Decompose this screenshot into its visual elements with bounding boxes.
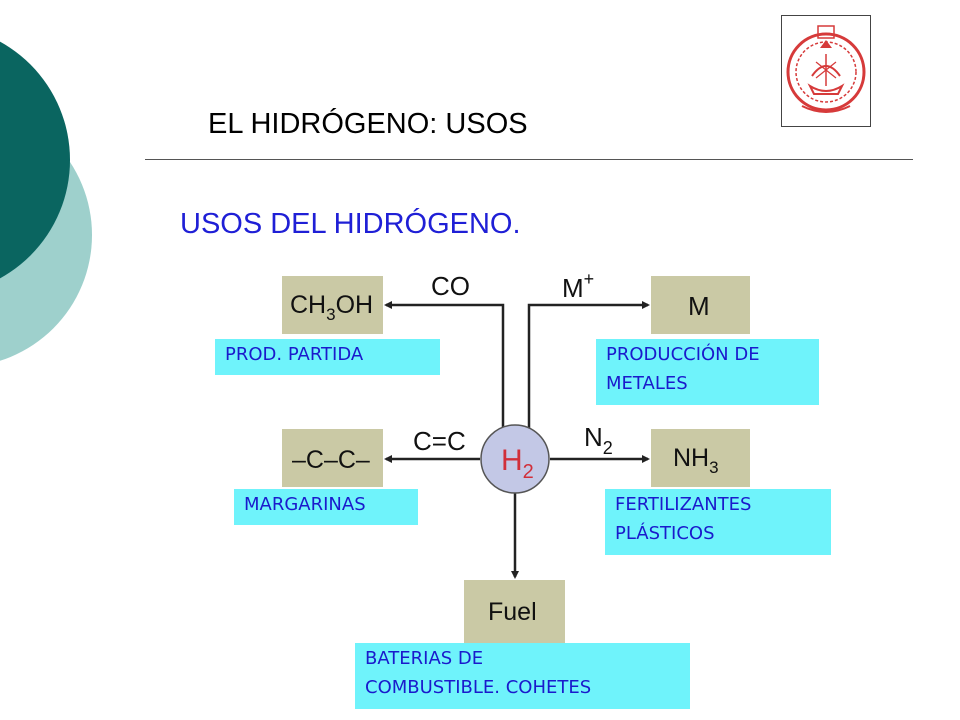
hydrogen-node: [480, 424, 550, 494]
product-box-fuel: [464, 580, 565, 644]
label-text: BATERIAS DE: [365, 648, 484, 669]
reactant-m-plus: M+: [562, 269, 594, 303]
label-produccion-metales: PRODUCCIÓN DE METALES: [596, 339, 819, 405]
product-alkane: –C–C–: [292, 446, 370, 474]
university-seal-icon: [786, 25, 866, 113]
label-text: PLÁSTICOS: [615, 523, 715, 544]
slide-subtitle: USOS DEL HIDRÓGENO.: [180, 208, 521, 240]
product-methanol: CH3OH: [290, 291, 373, 324]
decor-circle-dark: [0, 41, 70, 279]
label-margarinas: MARGARINAS: [234, 489, 418, 525]
arrow-to-methanol: [384, 301, 505, 428]
label-text: METALES: [606, 373, 688, 394]
reactant-alkene: C=C: [413, 426, 466, 456]
reactant-n2: N2: [584, 422, 613, 458]
label-text: FERTILIZANTES: [615, 494, 752, 515]
slide-title: EL HIDRÓGENO: USOS: [208, 108, 528, 140]
label-baterias-combustible: BATERIAS DE COMBUSTIBLE. COHETES: [355, 643, 690, 709]
label-text: PROD. PARTIDA: [225, 344, 364, 365]
label-text: MARGARINAS: [244, 494, 366, 515]
label-prod-partida: PROD. PARTIDA: [215, 339, 440, 375]
product-fuel: Fuel: [488, 598, 537, 626]
seal-logo: [781, 15, 871, 127]
arrow-to-metal: [527, 301, 650, 428]
product-metal: M: [688, 291, 710, 321]
label-text: COMBUSTIBLE. COHETES: [365, 677, 592, 698]
product-ammonia: NH3: [673, 444, 719, 477]
hydrogen-label: H2: [501, 444, 534, 483]
product-box-alkane: [282, 429, 383, 487]
title-divider: [145, 159, 913, 160]
reactant-co: CO: [431, 271, 470, 301]
label-text: PRODUCCIÓN DE: [606, 344, 760, 365]
product-box-ammonia: [651, 429, 750, 487]
product-box-metal: [651, 276, 750, 334]
product-box-methanol: [282, 276, 383, 334]
label-fertilizantes-plasticos: FERTILIZANTES PLÁSTICOS: [605, 489, 831, 555]
